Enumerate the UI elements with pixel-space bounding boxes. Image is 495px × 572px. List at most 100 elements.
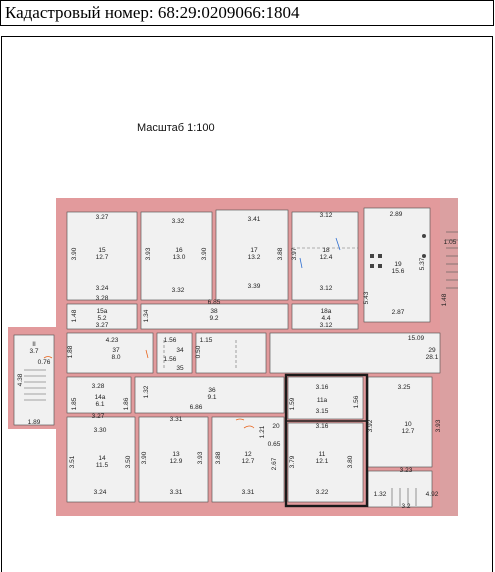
dim-9-1-32: 1.32 [374,491,387,498]
dim-18a-bottom: 3.12 [320,322,333,329]
room-II-num: II [32,341,36,348]
room-19-area: 15.6 [392,268,405,275]
room-19 [363,207,431,323]
room-29 [269,332,441,374]
room-16-num: 16 [175,247,183,254]
room-15-num: 15 [98,247,106,254]
dim-1-32: 1.32 [143,385,150,398]
dim-12-left: 3.88 [215,451,222,464]
dim-II-1-89: 1.89 [28,419,41,426]
dim-14a-top: 3.28 [92,383,105,390]
dim-16-top: 3.32 [172,218,185,225]
room-14-num: 14 [98,455,106,462]
room-14-area: 11.5 [96,462,109,469]
dim-17-bottom: 3.39 [248,283,261,290]
room-II [13,334,55,426]
dim-15-left: 3.90 [71,247,78,260]
room-14a [66,376,132,414]
room-17-area: 13.2 [248,254,261,261]
dim-13-left: 3.90 [141,451,148,464]
dim-1-05: 1.05 [444,239,457,246]
room-11a [287,376,364,420]
room-14a-area: 6.1 [95,401,104,408]
dim-11-bottom: 3.22 [316,489,329,496]
dim-11-right: 3.80 [347,455,354,468]
room-38-num: 38 [210,308,218,315]
dim-16-bottom: 3.32 [172,287,185,294]
room-16 [140,211,213,301]
room-20-num: 20 [272,423,280,430]
dim-20-2-67: 2.67 [271,457,278,470]
room-13 [138,416,209,503]
room-34-35 [156,332,193,374]
room-18 [291,211,359,301]
dim-14-top: 3.30 [94,427,107,434]
dim-17-right: 3.88 [277,247,284,260]
room-18a-num: 18а [321,308,332,315]
room-37-num: 37 [112,347,120,354]
dim-15a-right: 1.34 [143,309,150,322]
room-36-area: 9.1 [207,394,216,401]
dim-10-top: 3.25 [398,384,411,391]
dim-20-0-65: 0.65 [268,441,281,448]
room-15-area: 12.7 [96,254,109,261]
dim-15a-left: 1.48 [71,309,78,322]
room-19-num: 19 [394,261,402,268]
room-38 [140,303,289,330]
stairs-right [391,231,458,506]
room-17-num: 17 [250,247,258,254]
handwritten-annotations [43,349,255,429]
dim-9-3-2: 3.2 [401,503,410,510]
sanitary-marks [370,234,426,268]
room-II-area: 3.7 [29,348,38,355]
room-18-num: 18 [322,247,330,254]
dim-19-right: 5.37 [419,257,426,270]
room-35-num: 35 [176,365,184,372]
dim-11-left: 3.79 [289,455,296,468]
dim-II-0-76: 0.76 [38,359,51,366]
dim-14-right: 3.50 [125,455,132,468]
scale-label: Масштаб 1:100 [137,122,215,134]
room-16-area: 13.0 [173,254,186,261]
dim-1-15: 1.15 [200,337,213,344]
room-10 [367,376,433,468]
dim-11-top: 3.16 [316,423,329,430]
dim-18-bottom: 3.12 [320,285,333,292]
room-11-area: 12.1 [316,458,329,465]
room-18a-area: 4.4 [321,315,330,322]
room-29-num: 29 [428,347,436,354]
room-18-area: 12.4 [320,254,333,261]
dim-19-top: 2.89 [390,211,403,218]
dim-11a-bottom: 3.15 [316,408,329,415]
dim-14-bottom: 3.24 [94,489,107,496]
room-10-area: 12.7 [402,428,415,435]
dim-15a-bottom: 3.27 [96,322,109,329]
room-34-num: 34 [176,347,184,354]
dim-20-1-21: 1.21 [259,425,266,438]
room-11a-num: 11а [317,397,328,404]
dim-16-left: 3.93 [145,247,152,260]
room-37 [66,332,154,374]
stairs-left [24,369,46,401]
dim-36-bottom: 6.86 [190,404,203,411]
room-29-area: 28.1 [426,354,439,361]
room-13-num: 13 [172,451,180,458]
room-corridor-small [195,332,267,374]
dim-0-50: 0.50 [195,345,202,358]
room-36 [134,376,285,414]
room-11 [287,422,364,503]
room-11-num: 11 [319,451,326,458]
room-12-area: 12.7 [242,458,255,465]
dim-35-top: 1.56 [164,356,177,363]
dim-13-right: 3.93 [197,451,204,464]
dim-13-top: 3.31 [170,416,183,423]
dim-11a-top: 3.16 [316,384,329,391]
dim-34-top: 1.56 [164,337,177,344]
room-14 [66,416,136,503]
dim-14a-left: 1.85 [71,397,78,410]
dim-17-top: 3.41 [248,216,261,223]
dim-1-48: 1.48 [441,293,448,306]
dim-38-top: 6.85 [208,299,221,306]
dim-29-top: 15.09 [408,335,425,342]
